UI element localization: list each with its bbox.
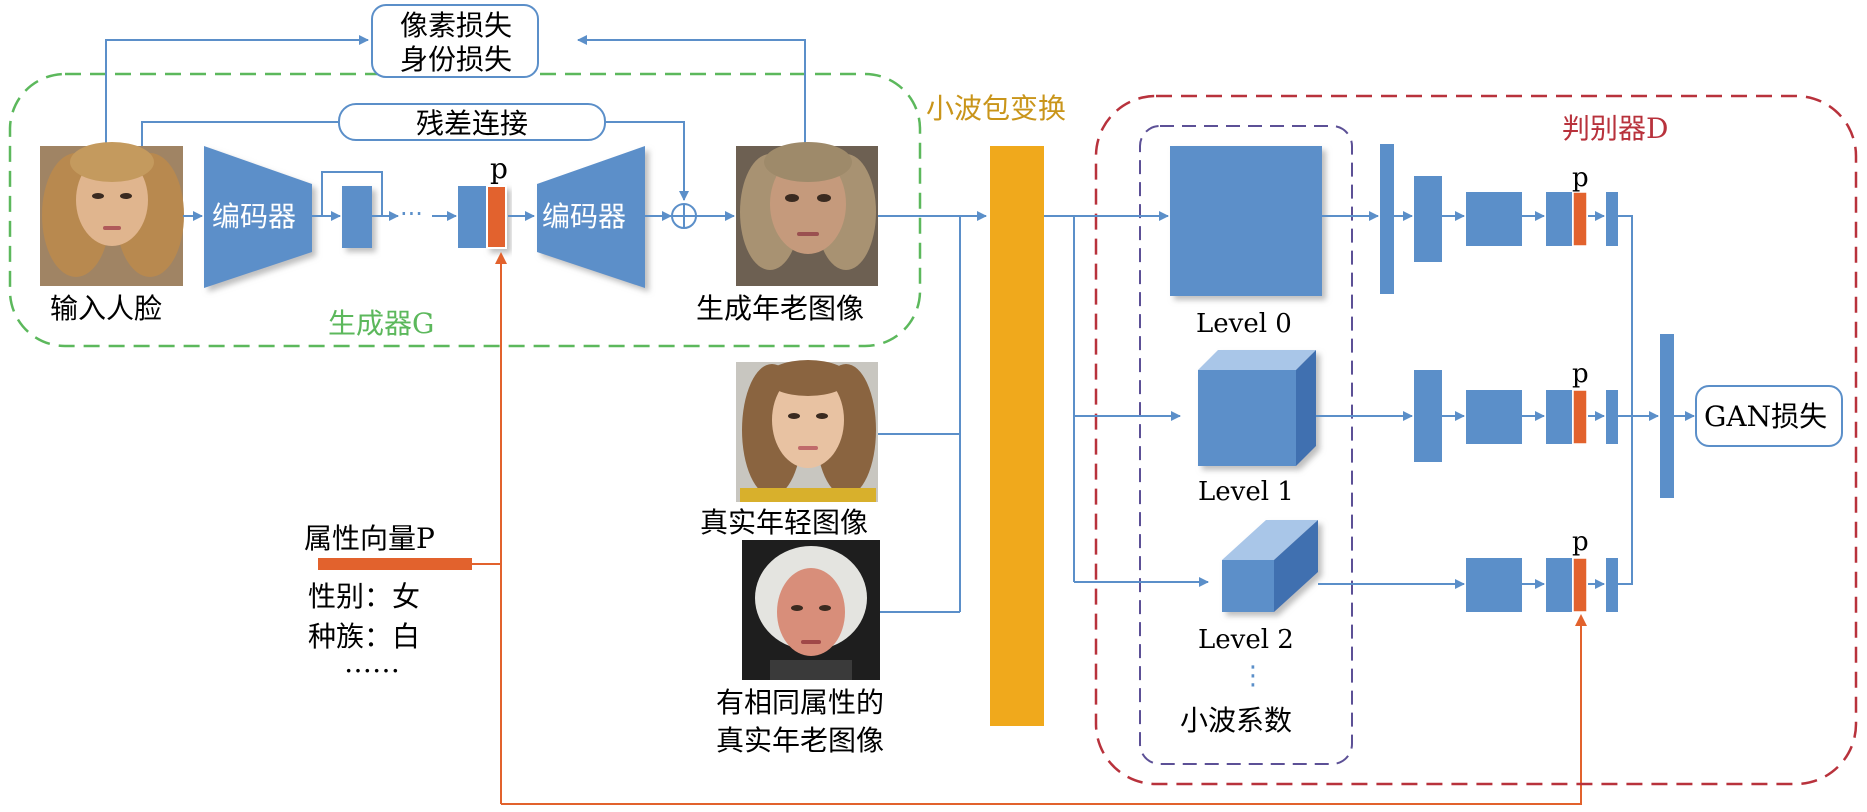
level2-cube <box>1222 520 1318 612</box>
real-old-label-line1: 有相同属性的 <box>716 686 884 719</box>
level0-block <box>1170 146 1322 296</box>
encoder-label: 编码器 <box>212 200 296 233</box>
attribute-item-gender: 性别：女 <box>308 580 420 613</box>
gan-loss-box <box>1695 385 1843 447</box>
input-face-image <box>40 142 184 286</box>
real-old-label-line2: 真实年老图像 <box>716 724 884 757</box>
row1-p-label: p <box>1572 359 1589 389</box>
attribute-title: 属性向量P <box>304 522 435 555</box>
row0-bar2 <box>1414 176 1442 262</box>
level1-label: Level 1 <box>1198 477 1294 507</box>
final-bar <box>1660 334 1674 498</box>
wavelet-coef-label: 小波系数 <box>1180 704 1292 737</box>
latent-dots: ··· <box>400 200 423 228</box>
latent-block-1 <box>342 186 372 248</box>
level0-label: Level 0 <box>1196 309 1292 339</box>
row2-p-label: p <box>1572 527 1589 557</box>
gan-loss-label: GAN损失 <box>1704 400 1827 433</box>
aged-to-loss-arrow <box>577 35 806 146</box>
row0-block <box>1466 192 1522 246</box>
row1-latent <box>1546 390 1572 444</box>
generator-p-label: p <box>490 152 508 185</box>
real-young-label: 真实年轻图像 <box>700 506 868 539</box>
real-old-image <box>742 540 880 680</box>
skip-connection-arrow <box>605 121 689 201</box>
sum-node-icon <box>671 203 697 229</box>
row0-attribute-bar <box>1572 191 1588 247</box>
level-continuation-dots: ⋮ <box>1240 661 1266 691</box>
identity-loss-label: 身份损失 <box>400 43 512 76</box>
attribute-item-race: 种族：白 <box>308 620 420 653</box>
level2-label: Level 2 <box>1198 625 1294 655</box>
pixel-loss-label: 像素损失 <box>400 9 512 42</box>
row1-out <box>1606 390 1618 444</box>
discriminator-region <box>1094 94 1858 786</box>
row1-attribute-bar <box>1572 389 1588 445</box>
level1-cube <box>1198 350 1316 466</box>
row2-block <box>1466 558 1522 612</box>
latent-loop-line <box>321 171 383 216</box>
input-face-label: 输入人脸 <box>50 292 162 325</box>
attribute-vector-bar <box>318 558 472 570</box>
decoder-block <box>537 146 645 288</box>
attribute-to-discriminator-arrow <box>501 614 1587 805</box>
row2-out <box>1606 558 1618 612</box>
real-young-image <box>736 360 878 502</box>
skip-connection-line <box>141 121 339 146</box>
row1-bar2 <box>1414 370 1442 462</box>
aged-face-label: 生成年老图像 <box>696 292 864 325</box>
row1-block <box>1466 390 1522 444</box>
discriminator-title: 判别器D <box>1562 112 1668 145</box>
row2-latent <box>1546 558 1572 612</box>
row0-out <box>1606 192 1618 246</box>
row0-bar1 <box>1380 144 1394 294</box>
attribute-more: …… <box>344 646 400 679</box>
input-to-loss-arrow <box>105 35 369 146</box>
pixel-identity-loss-box <box>371 4 539 78</box>
skip-connection-label: 残差连接 <box>416 107 528 140</box>
row0-latent <box>1546 192 1572 246</box>
generator-title: 生成器G <box>328 307 434 340</box>
row0-merge-line <box>1618 215 1633 585</box>
wavelet-transform-block <box>990 146 1044 726</box>
attribute-concat-bar <box>486 185 507 249</box>
row2-attribute-bar <box>1572 557 1588 613</box>
latent-block-2 <box>458 186 486 248</box>
aged-face-image <box>736 142 878 286</box>
row0-p-label: p <box>1572 163 1589 193</box>
encoder-block <box>204 146 312 288</box>
decoder-label: 编码器 <box>542 200 626 233</box>
wavelet-transform-label: 小波包变换 <box>926 92 1066 125</box>
